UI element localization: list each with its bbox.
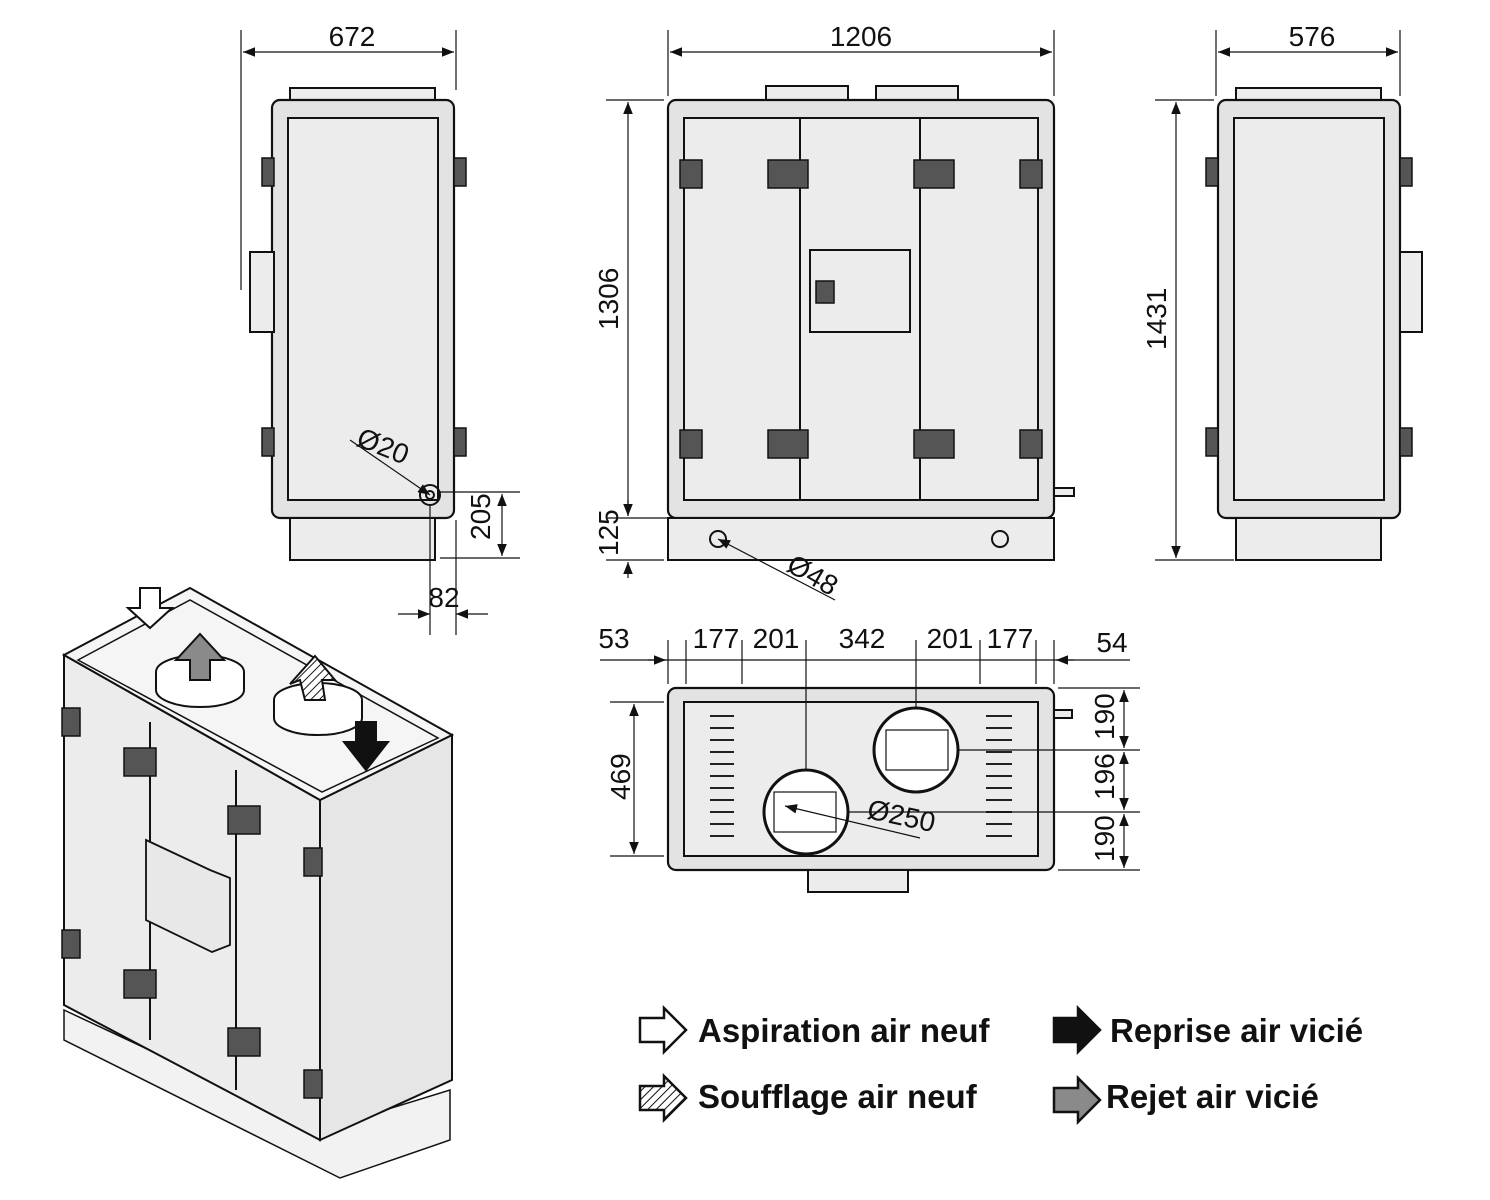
arrow-grey-icon	[1052, 1074, 1102, 1126]
base-hole	[991, 530, 1009, 548]
side-right-panel	[1233, 117, 1385, 501]
dim-side-left-width: 672	[329, 21, 376, 52]
side-view-right	[1205, 87, 1423, 561]
iso-return-arrow-icon	[341, 721, 391, 772]
dim-base-height: 125	[593, 509, 624, 556]
control-box-top	[807, 869, 909, 893]
drain-pipe	[1053, 487, 1075, 497]
latch	[1205, 427, 1219, 457]
dim-top-seg-5: 177	[987, 623, 1034, 654]
top-view	[666, 686, 1073, 893]
dim-top-margin-right: 54	[1096, 627, 1127, 658]
side-right-box	[1399, 251, 1423, 333]
dim-top-seg-4: 201	[927, 623, 974, 654]
latch	[767, 159, 809, 189]
latch	[123, 969, 157, 999]
latch	[1399, 427, 1413, 457]
latch	[453, 157, 467, 187]
latch-row-bottom	[679, 429, 1043, 459]
iso-exhaust-arrow-icon	[173, 632, 227, 681]
latch	[261, 427, 275, 457]
front-view	[666, 85, 1075, 561]
legend-label-supply: Soufflage air neuf	[698, 1078, 978, 1115]
top-panel	[683, 701, 1039, 857]
latch	[303, 847, 323, 877]
side-left-base	[289, 517, 436, 561]
grille-right	[986, 715, 1012, 837]
latch	[679, 159, 703, 189]
dim-side-right-height: 1431	[1141, 288, 1172, 350]
latch	[227, 1027, 261, 1057]
dim-spigot-offset-top: 190	[1089, 693, 1120, 740]
latch	[1019, 429, 1043, 459]
latch	[1019, 159, 1043, 189]
latch	[679, 429, 703, 459]
dim-drain-offset: 82	[428, 582, 459, 613]
dim-side-right-width: 576	[1289, 21, 1336, 52]
latch	[61, 929, 81, 959]
latch	[453, 427, 467, 457]
iso-supply-arrow-icon	[289, 654, 338, 701]
latch-row-top	[679, 159, 1043, 189]
dim-top-seg-1: 177	[693, 623, 740, 654]
legend-item-intake: Aspiration air neuf	[638, 1004, 991, 1056]
legend-label-intake: Aspiration air neuf	[698, 1012, 991, 1049]
side-left-box	[249, 251, 275, 333]
legend: Aspiration air neuf Reprise air vicié So…	[638, 1004, 1363, 1126]
legend-label-exhaust: Rejet air vicié	[1106, 1078, 1319, 1115]
dim-top-seg-3: 342	[839, 623, 886, 654]
iso-control-box	[145, 838, 231, 953]
arrow-hatched-icon	[638, 1072, 688, 1124]
arrow-outline-icon	[638, 1004, 688, 1056]
latch	[61, 707, 81, 737]
side-view-left	[249, 87, 467, 561]
latch	[767, 429, 809, 459]
dim-spigot-spacing: 196	[1089, 753, 1120, 800]
legend-label-return: Reprise air vicié	[1110, 1012, 1363, 1049]
latch	[1205, 157, 1219, 187]
iso-side-face	[319, 733, 453, 1142]
dim-front-height: 1306	[593, 268, 624, 330]
dim-top-depth: 469	[605, 753, 636, 800]
side-left-panel	[287, 117, 439, 501]
latch	[123, 747, 157, 777]
latch	[913, 159, 955, 189]
dim-drain-height: 205	[465, 493, 496, 540]
isometric-view	[61, 586, 455, 1179]
arrow-black-icon	[1052, 1004, 1102, 1056]
legend-item-exhaust: Rejet air vicié	[1052, 1074, 1319, 1126]
latch	[303, 1069, 323, 1099]
latch	[1399, 157, 1413, 187]
dim-top-margin-left: 53	[598, 623, 629, 654]
dim-front-width: 1206	[830, 21, 892, 52]
front-base	[667, 517, 1055, 561]
dim-spigot-offset-bottom: 190	[1089, 815, 1120, 862]
iso-intake-arrow-icon	[125, 587, 175, 630]
legend-item-supply: Soufflage air neuf	[638, 1072, 978, 1124]
drain-pipe-top	[1053, 709, 1073, 719]
latch	[913, 429, 955, 459]
side-right-base	[1235, 517, 1382, 561]
grille-left	[710, 715, 734, 837]
latch	[227, 805, 261, 835]
main-switch-icon	[815, 280, 835, 304]
dim-top-seg-2: 201	[753, 623, 800, 654]
latch	[261, 157, 275, 187]
legend-item-return: Reprise air vicié	[1052, 1004, 1363, 1056]
